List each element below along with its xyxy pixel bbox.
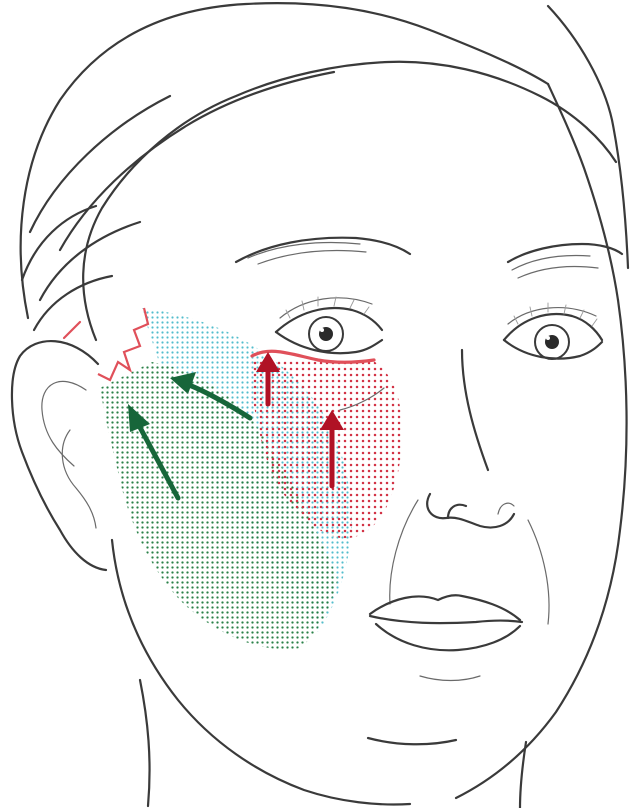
- lower-lip: [376, 624, 520, 650]
- brow-left-hatch: [248, 243, 366, 264]
- hair-strand-1: [60, 72, 334, 250]
- chin-crease: [420, 676, 480, 681]
- nostril-left: [448, 505, 466, 518]
- nostril-right: [498, 503, 514, 514]
- lip-line: [370, 616, 522, 623]
- nose-tip: [427, 494, 514, 528]
- ear-inner-2: [62, 430, 96, 528]
- upper-lip: [370, 595, 520, 620]
- temporal-incision-mark: [64, 322, 80, 338]
- brow-left: [236, 238, 410, 262]
- eye-right-highlight: [546, 336, 550, 340]
- hair-crown: [548, 6, 628, 268]
- nasolabial-fold-left: [390, 500, 418, 604]
- ear-inner-1: [42, 381, 86, 466]
- brow-right-hatch: [512, 256, 598, 278]
- brow-right: [508, 244, 622, 262]
- neck-left: [140, 680, 150, 806]
- nose-bridge: [462, 350, 488, 470]
- hair-strand-4: [34, 276, 112, 330]
- nasolabial-fold-right: [528, 520, 549, 624]
- head-outline: [21, 3, 548, 318]
- ear-outline: [12, 341, 106, 570]
- cheek-right: [456, 300, 627, 798]
- eye-left-highlight: [320, 328, 324, 332]
- treatment-zones: [100, 308, 402, 649]
- temple-hair: [22, 206, 96, 280]
- chin: [368, 738, 456, 744]
